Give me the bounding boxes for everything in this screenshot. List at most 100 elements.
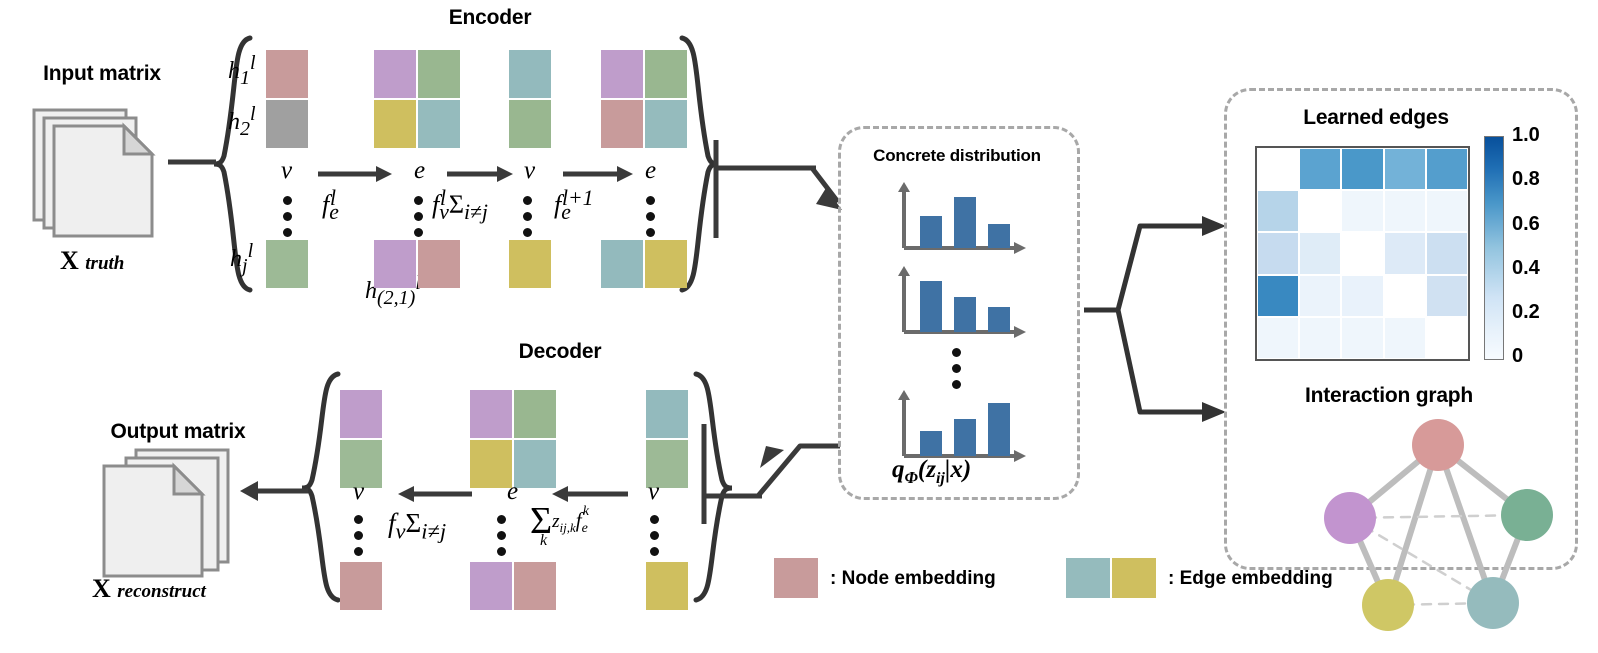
legend-edge-swatch-1 [1066, 558, 1110, 598]
graph-node[interactable] [1362, 579, 1414, 631]
concrete-bar [954, 197, 976, 248]
decoder-block [514, 390, 556, 438]
decoder-block [340, 390, 382, 438]
encoder-block [418, 100, 460, 148]
legend-edge-label: : Edge embedding [1168, 568, 1333, 589]
decoder-vdots-2 [497, 515, 506, 556]
heatmap-cell [1383, 274, 1426, 317]
encoder-block [509, 50, 551, 98]
encoder-arrow-2 [447, 166, 513, 182]
learned-edges-title: Learned edges [1303, 106, 1449, 129]
heatmap-cell [1425, 232, 1468, 275]
heatmap-cell [1425, 316, 1468, 359]
encoder-block [266, 50, 308, 98]
decoder-block [470, 390, 512, 438]
concrete-bar [988, 307, 1010, 332]
output-matrix-caption: X reconstruct [92, 574, 206, 604]
learned-edges-heatmap[interactable] [1255, 146, 1470, 361]
decoder-stage-e1: e [507, 478, 519, 505]
colorbar [1484, 136, 1504, 360]
encoder-arrow-3 [563, 166, 633, 182]
graph-node[interactable] [1412, 419, 1464, 471]
graph-node[interactable] [1501, 489, 1553, 541]
colorbar-tick-5: 0.2 [1512, 301, 1540, 323]
encoder-block [266, 240, 308, 288]
encoder-vdots-1 [283, 196, 292, 237]
decoder-stage-v1: v [353, 478, 365, 505]
legend-node-swatch [774, 558, 818, 598]
heatmap-cell [1341, 274, 1384, 317]
encoder-row-label-h2: h2l [228, 103, 256, 140]
graph-edge-solid [1435, 442, 1496, 606]
decoder-arrow-1 [398, 486, 472, 502]
output-matrix-title: Output matrix [110, 420, 246, 443]
heatmap-cell [1299, 274, 1342, 317]
decoder-block [470, 440, 512, 488]
encoder-block [601, 240, 643, 288]
input-matrix-title: Input matrix [43, 62, 161, 85]
encoder-vdots-2 [414, 196, 423, 237]
concrete-vdots [952, 348, 961, 389]
heatmap-cell [1299, 232, 1342, 275]
encoder-block [645, 100, 687, 148]
heatmap-cell [1257, 148, 1300, 191]
output-matrix-caption-sub: reconstruct [117, 581, 206, 602]
colorbar-tick-6: 0 [1512, 345, 1524, 367]
decoder-left-brace [301, 371, 341, 603]
heatmap-cell [1257, 316, 1300, 359]
encoder-block [266, 100, 308, 148]
encoder-block [645, 50, 687, 98]
encoder-block [374, 240, 416, 288]
legend-edge-swatch-2 [1112, 558, 1156, 598]
encoder-stage-v2: v [524, 157, 536, 184]
heatmap-cell [1341, 232, 1384, 275]
interaction-graph[interactable] [1278, 415, 1578, 645]
graph-node[interactable] [1324, 492, 1376, 544]
concrete-to-decoder-arrow [701, 424, 840, 524]
encoder-stage-v1: v [281, 157, 293, 184]
colorbar-tick-2: 0.8 [1512, 168, 1540, 190]
encoder-block [418, 240, 460, 288]
input-matrix-caption: X truth [60, 246, 124, 276]
decoder-block [340, 440, 382, 488]
decoder-block [514, 562, 556, 610]
output-matrix-caption-main: X [92, 574, 111, 603]
concrete-chart-3 [898, 390, 1026, 462]
heatmap-cell [1341, 190, 1384, 233]
graph-edge-solid [1385, 442, 1441, 608]
concrete-bar [954, 297, 976, 332]
encoder-block [374, 100, 416, 148]
concrete-chart-2 [898, 266, 1026, 338]
heatmap-cell [1257, 232, 1300, 275]
decoder-vdots-1 [354, 515, 363, 556]
encoder-stage-e1: e [414, 157, 426, 184]
encoder-block [509, 100, 551, 148]
heatmap-cell [1341, 148, 1384, 191]
heatmap-cell [1383, 190, 1426, 233]
concrete-chart-1 [898, 182, 1026, 254]
concrete-distribution-title: Concrete distribution [873, 146, 1041, 165]
heatmap-cell [1257, 274, 1300, 317]
heatmap-cell [1425, 190, 1468, 233]
output-matrix-icon [102, 448, 230, 578]
heatmap-cell [1341, 316, 1384, 359]
concrete-bar [920, 431, 942, 456]
colorbar-tick-1: 1.0 [1512, 124, 1540, 146]
interaction-graph-title: Interaction graph [1304, 384, 1474, 407]
encoder-row-label-h1: h1l [228, 52, 256, 89]
input-matrix-caption-sub: truth [85, 253, 125, 274]
decoder-title: Decoder [518, 340, 602, 363]
decoder-stage-v2: v [648, 478, 660, 505]
graph-node[interactable] [1467, 577, 1519, 629]
legend-node-label: : Node embedding [830, 568, 996, 589]
concrete-distribution-panel [838, 126, 1080, 500]
heatmap-cell [1383, 232, 1426, 275]
encoder-block [645, 240, 687, 288]
decoder-block [646, 440, 688, 488]
heatmap-cell [1299, 148, 1342, 191]
graph-edge-dashed [1348, 513, 1529, 520]
concrete-bar [954, 419, 976, 456]
input-matrix-caption-main: X [60, 246, 79, 275]
